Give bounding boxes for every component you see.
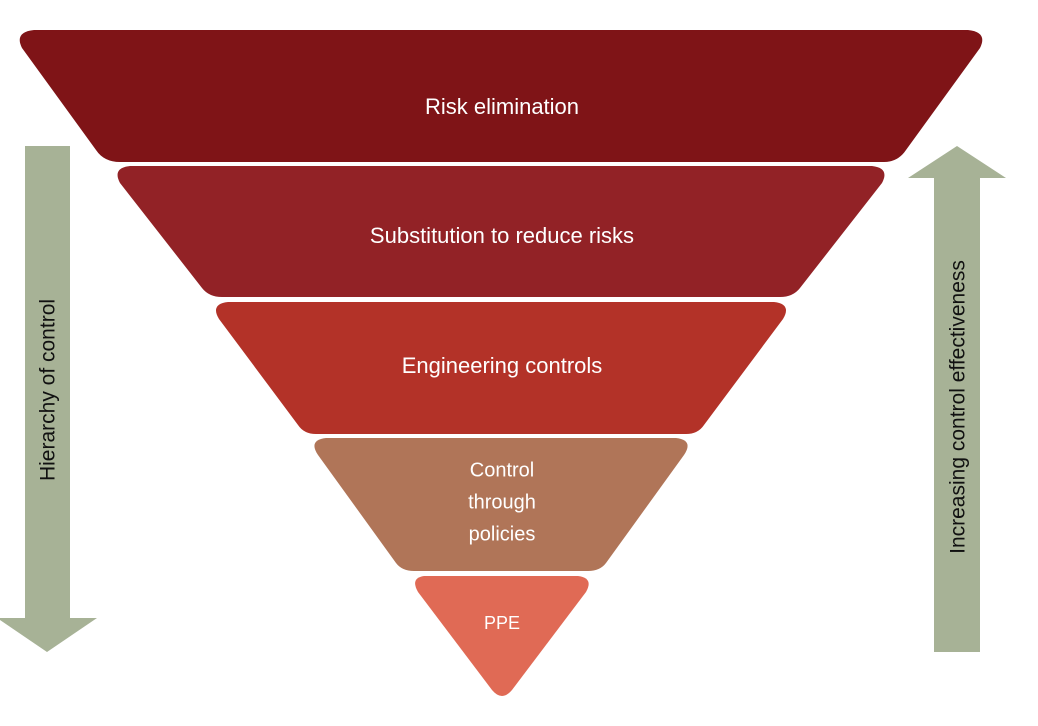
level-risk-elimination [19, 30, 983, 162]
level-policies-label-line-3: policies [469, 523, 536, 545]
right-up-arrow-icon [908, 146, 1006, 652]
level-ppe-label: PPE [484, 613, 520, 633]
level-substitution [117, 166, 885, 297]
increasing-control-effectiveness-label: Increasing control effectiveness [947, 260, 970, 554]
level-engineering-controls [216, 302, 786, 434]
level-policies-label-line-2: through [468, 491, 536, 513]
level-engineering-controls-label: Engineering controls [402, 353, 603, 378]
level-control-through-policies [314, 438, 688, 571]
level-ppe [415, 576, 589, 696]
hierarchy-of-control-label: Hierarchy of control [37, 299, 60, 481]
left-down-arrow-icon [0, 146, 97, 652]
level-substitution-label: Substitution to reduce risks [370, 223, 634, 248]
level-policies-label-line-1: Control [470, 459, 534, 481]
level-risk-elimination-label: Risk elimination [425, 94, 579, 119]
